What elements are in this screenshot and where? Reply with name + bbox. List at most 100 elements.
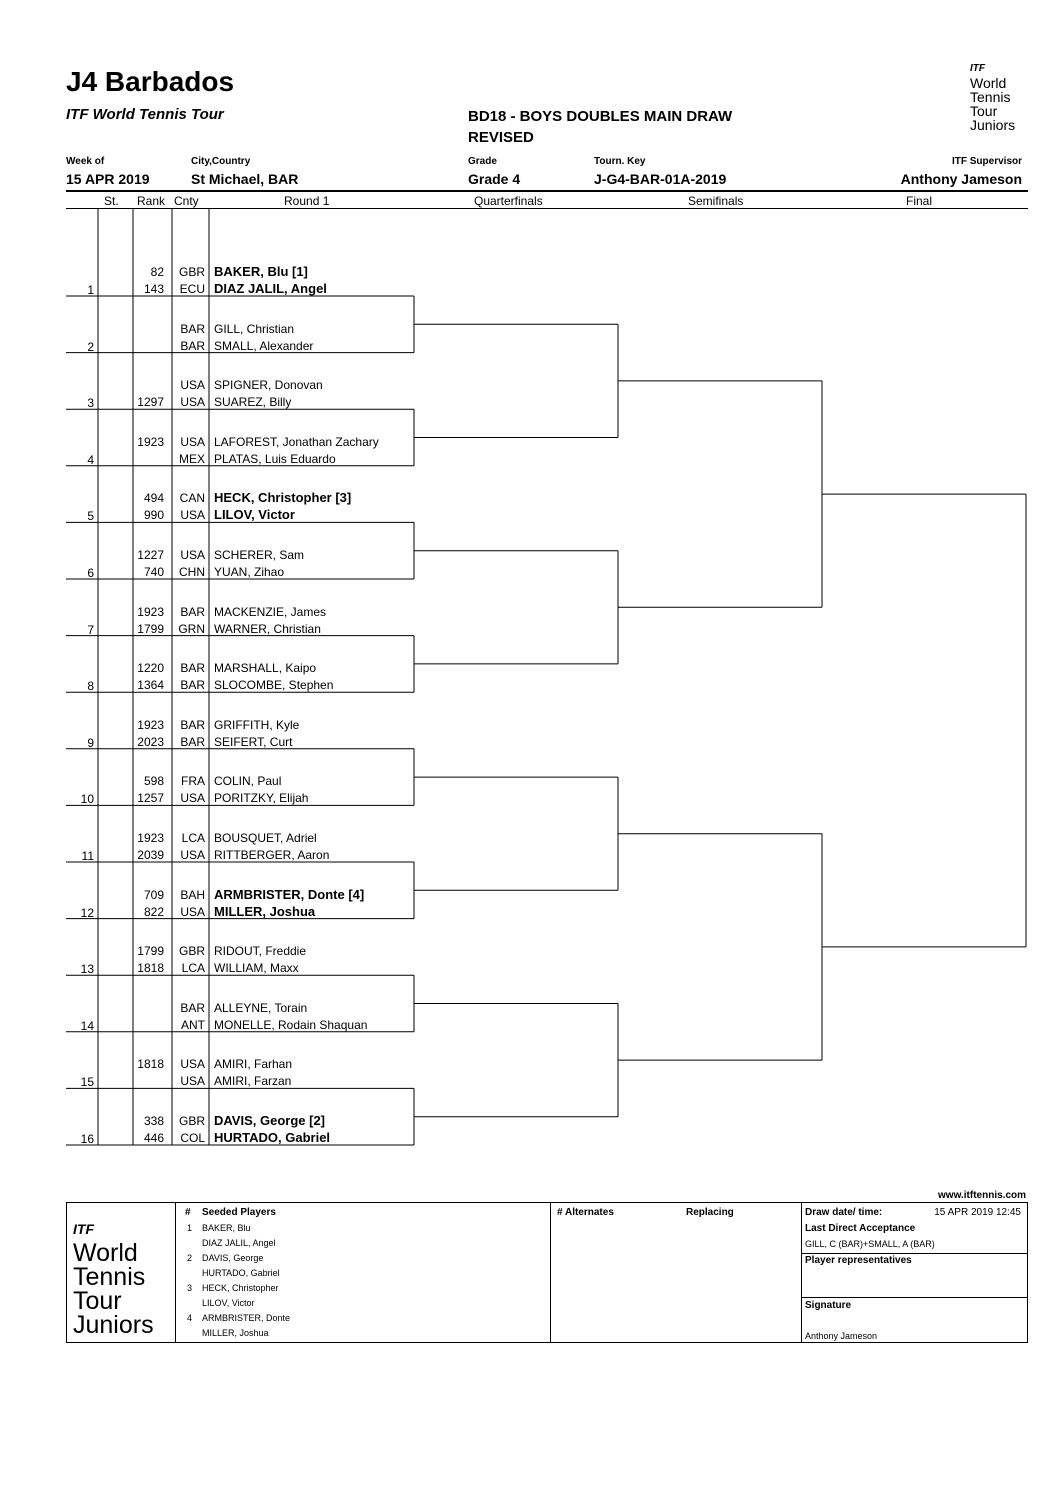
seed-player: DAVIS, George <box>202 1253 264 1263</box>
country: USA <box>180 434 205 449</box>
rank: 1799 <box>137 944 164 959</box>
country: USA <box>180 848 205 862</box>
country: USA <box>180 378 205 393</box>
rank: 1220 <box>137 661 164 676</box>
country: BAH <box>180 887 205 902</box>
player-name: MILLER, Joshua <box>214 903 316 919</box>
footer-divider <box>801 1297 1027 1298</box>
rank: 82 <box>150 265 164 279</box>
city-label: City,Country <box>191 156 251 167</box>
player-name: SCHERER, Sam <box>214 548 305 562</box>
seed-player: DIAZ JALIL, Angel <box>202 1238 276 1248</box>
itf-logo: ITF World Tennis Tour Juniors <box>970 62 1030 132</box>
footer-divider <box>801 1203 802 1342</box>
seed-player: ARMBRISTER, Donte <box>202 1313 291 1323</box>
player-reps-label: Player representatives <box>805 1255 912 1266</box>
rank: 598 <box>143 774 164 789</box>
country: USA <box>180 395 205 410</box>
seed-number: 2 <box>187 1253 193 1263</box>
player-name: SMALL, Alexander <box>214 338 314 353</box>
player-name: PORITZKY, Elijah <box>214 791 309 806</box>
player-name: COLIN, Paul <box>214 774 282 789</box>
player-name: PLATAS, Luis Eduardo <box>214 451 336 466</box>
player-name: SLOCOMBE, Stephen <box>214 678 334 693</box>
country: BAR <box>180 604 205 619</box>
player-name: SUAREZ, Billy <box>214 395 292 410</box>
rank: 446 <box>143 1131 164 1145</box>
alternates-label: # Alternates <box>557 1207 614 1218</box>
rank: 990 <box>143 508 164 523</box>
country: USA <box>180 904 205 919</box>
country: USA <box>180 508 205 523</box>
website-link[interactable]: www.itftennis.com <box>938 1190 1026 1201</box>
rank: 1799 <box>137 621 164 636</box>
rank: 1923 <box>137 831 164 845</box>
itf-logo-line: Juniors <box>73 1311 154 1339</box>
player-name: DAVIS, George [2] <box>214 1113 326 1128</box>
seeded-hash: # <box>185 1207 191 1218</box>
player-name: ALLEYNE, Torain <box>214 1000 308 1015</box>
col-final: Final <box>906 194 933 208</box>
player-name: AMIRI, Farzan <box>214 1074 292 1089</box>
supervisor-value: Anthony Jameson <box>900 171 1022 187</box>
country: GBR <box>178 944 205 959</box>
itf-logo-line: World <box>73 1239 138 1267</box>
player-name: SPIGNER, Donovan <box>214 378 323 393</box>
player-name: SEIFERT, Curt <box>214 734 293 749</box>
rank: 143 <box>143 282 164 296</box>
country: ECU <box>179 282 205 296</box>
draw-position: 11 <box>81 849 94 863</box>
player-name: RITTBERGER, Aaron <box>214 848 330 862</box>
seed-player: HECK, Christopher <box>202 1283 279 1293</box>
rank: 740 <box>143 565 164 579</box>
itf-logo-line: Tennis <box>73 1263 146 1291</box>
draw-position: 2 <box>87 339 94 354</box>
tourn-key-label: Tourn. Key <box>594 156 646 167</box>
rank: 709 <box>143 887 164 902</box>
rank: 494 <box>143 491 164 506</box>
rank: 2023 <box>137 734 164 749</box>
city-value: St Michael, BAR <box>191 171 299 187</box>
tourn-key-value: J-G4-BAR-01A-2019 <box>594 171 727 187</box>
seed-number: 1 <box>187 1223 193 1233</box>
page-title: J4 Barbados <box>66 66 235 97</box>
seeded-label: Seeded Players <box>202 1207 276 1218</box>
player-name: WILLIAM, Maxx <box>214 961 299 976</box>
grade-label: Grade <box>468 156 497 167</box>
player-name: MONELLE, Rodain Shaquan <box>214 1017 368 1032</box>
country: CHN <box>179 565 205 579</box>
rank: 1818 <box>137 961 164 976</box>
country: USA <box>180 791 205 806</box>
signature-value: Anthony Jameson <box>805 1331 878 1341</box>
player-name: DIAZ JALIL, Angel <box>214 281 327 296</box>
player-name: LILOV, Victor <box>214 507 295 523</box>
col-cnty: Cnty <box>174 194 199 208</box>
rank: 1923 <box>137 717 164 732</box>
itf-logo-line: World <box>970 75 1007 91</box>
itf-logo-line: Tennis <box>970 89 1011 105</box>
player-name: GRIFFITH, Kyle <box>214 717 300 732</box>
player-name: BOUSQUET, Adriel <box>214 831 317 845</box>
country: BAR <box>180 338 205 353</box>
col-semifinals: Semifinals <box>688 194 744 208</box>
rank: 1297 <box>137 395 164 410</box>
rank: 1923 <box>137 604 164 619</box>
event-line-1: BD18 - BOYS DOUBLES MAIN DRAW <box>468 108 733 125</box>
footer-divider <box>175 1203 176 1342</box>
draw-position: 9 <box>87 735 94 750</box>
draw-position: 7 <box>87 622 94 637</box>
header-rule <box>66 190 1028 192</box>
week-label: Week of <box>66 156 105 167</box>
draw-position: 10 <box>80 792 94 807</box>
seed-player: HURTADO, Gabriel <box>202 1268 280 1278</box>
country: GRN <box>178 621 205 636</box>
itf-logo-mark: ITF <box>970 63 985 74</box>
draw-position: 4 <box>87 452 94 467</box>
